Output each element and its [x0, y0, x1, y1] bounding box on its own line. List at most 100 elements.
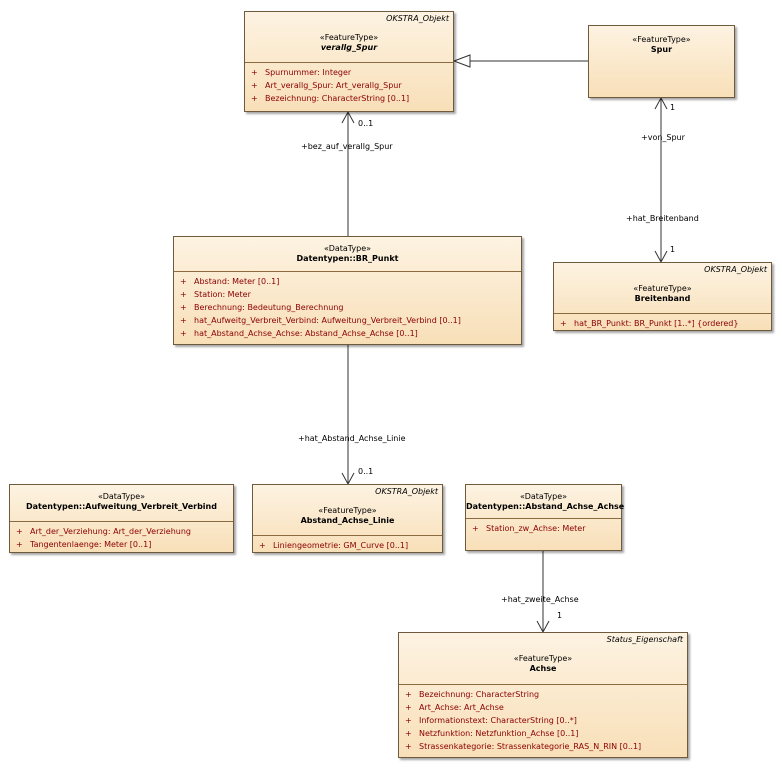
visibility-marker: + — [405, 703, 412, 712]
class-abstand-achse-linie[interactable]: OKSTRA_Objekt «FeatureType» Abstand_Achs… — [252, 484, 443, 553]
attribute-row[interactable]: + hat_BR_Punkt: BR_Punkt [1..*] {ordered} — [560, 317, 771, 330]
visibility-marker: + — [180, 290, 187, 299]
class-name: Achse — [529, 664, 557, 673]
visibility-marker: + — [180, 329, 187, 338]
visibility-marker: + — [180, 316, 187, 325]
assoc-bez-auf-arrow — [341, 110, 355, 124]
class-name: Datentypen::Aufweitung_Verbreit_Verbind — [26, 502, 217, 511]
attribute-row[interactable]: + Station: Meter — [180, 288, 521, 301]
class-stereotype: «FeatureType» — [318, 506, 377, 515]
class-spur[interactable]: «FeatureType» Spur — [588, 25, 735, 98]
attribute-text: Art_Achse: Art_Achse — [419, 703, 504, 712]
class-stereotype: «DataType» — [323, 244, 372, 253]
attribute-row[interactable]: + Spurnummer: Integer — [251, 66, 453, 79]
attribute-text: Netzfunktion: Netzfunktion_Achse [0..1] — [419, 729, 579, 738]
attribute-row[interactable]: + Art_Achse: Art_Achse — [405, 701, 687, 714]
attribute-text: Station_zw_Achse: Meter — [486, 524, 586, 533]
visibility-marker: + — [405, 690, 412, 699]
visibility-marker: + — [405, 729, 412, 738]
attribute-compartment: + Liniengeometrie: GM_Curve [0..1] — [253, 535, 442, 552]
attribute-text: hat_BR_Punkt: BR_Punkt [1..*] {ordered} — [574, 319, 739, 328]
assoc-von-spur-arrow — [654, 96, 668, 110]
class-abstand-achse-achse[interactable]: «DataType» Datentypen::Abstand_Achse_Ach… — [465, 484, 625, 551]
attribute-row[interactable]: + Strassenkategorie: Strassenkategorie_RA… — [405, 740, 687, 753]
attribute-text: Station: Meter — [194, 290, 251, 299]
role-von-spur: +von_Spur — [641, 133, 685, 142]
class-parent-label: Status_Eigenschaft — [606, 635, 683, 644]
attribute-text: Liniengeometrie: GM_Curve [0..1] — [273, 541, 409, 550]
class-br-punkt[interactable]: «DataType» Datentypen::BR_Punkt + Abstand… — [173, 236, 522, 345]
class-stereotype: «DataType» — [519, 492, 568, 501]
class-name: Spur — [650, 45, 673, 54]
class-breitenband[interactable]: OKSTRA_Objekt «FeatureType» Breitenband … — [553, 262, 772, 331]
visibility-marker: + — [16, 527, 23, 536]
visibility-marker: + — [259, 541, 266, 550]
attribute-compartment: +Art_der_Verziehung: Art_der_Verziehung … — [10, 521, 233, 552]
attribute-row[interactable]: + Berechnung: Bedeutung_Berechnung — [180, 301, 521, 314]
visibility-marker: + — [16, 540, 23, 549]
attribute-row[interactable]: + Abstand: Meter [0..1] — [180, 275, 521, 288]
attribute-row[interactable]: + Tangentenlaenge: Meter [0..1] — [16, 538, 233, 551]
class-stereotype: «FeatureType» — [513, 654, 573, 663]
attribute-text: Tangentenlaenge: Meter [0..1] — [30, 540, 152, 549]
attribute-text: Art_der_Verziehung: Art_der_Verziehung — [30, 527, 192, 536]
attribute-text: Informationstext: CharacterString [0..*] — [419, 716, 577, 725]
attribute-row[interactable]: + Art_der_Verziehung: Art_der_Verziehung — [16, 525, 233, 538]
mult-bez-auf: 0..1 — [358, 119, 374, 128]
attribute-compartment: + hat_BR_Punkt: BR_Punkt [1..*] {ordered} — [554, 313, 771, 330]
attribute-row[interactable]: + Bezeichnung: CharacterString — [405, 688, 687, 701]
attribute-compartment: + Station_zw_Achse: Meter — [466, 518, 621, 550]
visibility-marker: + — [251, 68, 258, 77]
class-stereotype: «DataType» — [97, 492, 146, 501]
attribute-text: Bezeichnung: CharacterString [0..1] — [265, 94, 410, 103]
attribute-text: Bezeichnung: CharacterString — [419, 690, 540, 699]
class-achse[interactable]: Status_Eigenschaft «FeatureType» Achse +… — [398, 632, 688, 758]
role-hat-abstand-linie: +hat_Abstand_Achse_Linie — [298, 434, 406, 443]
role-hat-zweite-achse: +hat_zweite_Achse — [501, 595, 579, 604]
mult-von-spur: 1 — [670, 103, 676, 112]
class-parent-label: OKSTRA_Objekt — [704, 265, 767, 274]
attribute-compartment: + Bezeichnung: CharacterString + Art_Achse… — [399, 684, 687, 757]
role-bez-auf: +bez_auf_verallg_Spur — [301, 142, 393, 151]
attribute-text: Spurnummer: Integer — [265, 68, 352, 77]
attribute-compartment: + Spurnummer: Integer + Art_verallg_Spur: … — [245, 62, 453, 111]
class-parent-label: OKSTRA_Objekt — [386, 14, 449, 23]
attribute-text: Strassenkategorie: Strassenkategorie_RAS… — [419, 742, 642, 751]
visibility-marker: + — [560, 319, 567, 328]
attribute-row[interactable]: + Art_verallg_Spur: Art_verallg_Spur — [251, 79, 453, 92]
attribute-row[interactable]: + Bezeichnung: CharacterString [0..1] — [251, 92, 453, 105]
attribute-row[interactable]: + Netzfunktion: Netzfunktion_Achse [0..1] — [405, 727, 687, 740]
attribute-row[interactable]: + hat_Aufweitg_Verbreit_Verbind: Aufweitu… — [180, 314, 521, 327]
mult-hat-abstand-linie: 0..1 — [358, 467, 374, 476]
attribute-text: Art_verallg_Spur: Art_verallg_Spur — [265, 81, 402, 90]
mult-hat-zweite-achse: 1 — [557, 611, 563, 620]
class-name: Datentypen::BR_Punkt — [296, 254, 399, 263]
class-name: Abstand_Achse_Linie — [300, 516, 395, 525]
visibility-marker: + — [405, 716, 412, 725]
attribute-text: hat_Aufweitg_Verbreit_Verbind: Aufweitun… — [194, 316, 461, 325]
class-verallg-spur[interactable]: OKSTRA_Objekt «FeatureType» verallg_Spur… — [244, 11, 454, 112]
visibility-marker: + — [251, 81, 258, 90]
attribute-text: hat_Abstand_Achse_Achse: Abstand_Achse_A… — [194, 329, 418, 338]
mult-hat-breitenband: 1 — [670, 245, 676, 254]
attribute-row[interactable]: + hat_Abstand_Achse_Achse: Abstand_Achse_… — [180, 327, 521, 340]
class-name: verallg_Spur — [320, 43, 378, 52]
class-parent-label: OKSTRA_Objekt — [375, 487, 438, 496]
visibility-marker: + — [405, 742, 412, 751]
class-stereotype: «FeatureType» — [633, 284, 692, 293]
visibility-marker: + — [472, 524, 479, 533]
attribute-text: Abstand: Meter [0..1] — [194, 277, 280, 286]
visibility-marker: + — [180, 277, 187, 286]
class-name: Datentypen::Abstand_Achse_Achse — [466, 502, 625, 511]
class-name: Breitenband — [634, 294, 691, 303]
attribute-row[interactable]: + Station_zw_Achse: Meter — [472, 522, 621, 535]
attribute-row[interactable]: + Liniengeometrie: GM_Curve [0..1] — [259, 539, 442, 552]
role-hat-breitenband: +hat_Breitenband — [626, 214, 699, 223]
attribute-row[interactable]: + Informationstext: CharacterString [0..*… — [405, 714, 687, 727]
visibility-marker: + — [251, 94, 258, 103]
attribute-compartment: + Abstand: Meter [0..1] + Station: Meter +… — [174, 271, 521, 344]
attribute-text: Berechnung: Bedeutung_Berechnung — [194, 303, 344, 312]
class-aufweitung-verbreit-verbind[interactable]: «DataType» Datentypen::Aufweitung_Verbre… — [9, 484, 234, 553]
visibility-marker: + — [180, 303, 187, 312]
